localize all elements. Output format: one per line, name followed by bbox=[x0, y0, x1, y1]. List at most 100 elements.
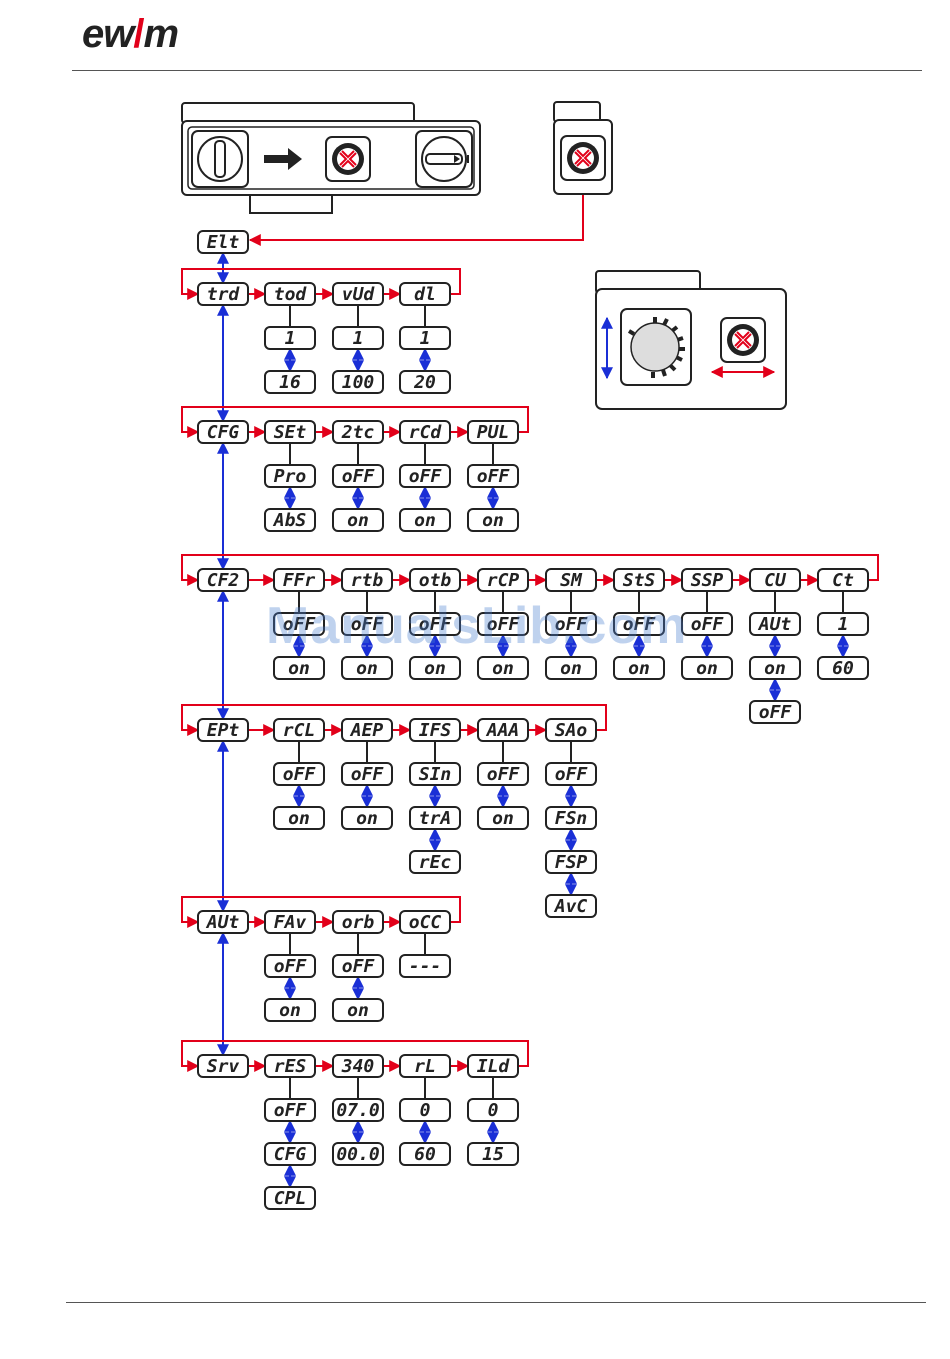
row-cfg-item-2tc: 2tc bbox=[332, 420, 384, 444]
row-ept-item-aaa-value-0-text: oFF bbox=[487, 764, 521, 785]
row-cf2-item-cu-value-0-text: AUt bbox=[758, 614, 792, 635]
row-srv-item-340-value-0: 07.0 bbox=[332, 1098, 384, 1122]
row-cf2-item-ssp: SSP bbox=[681, 568, 733, 592]
row-cf2-item-ssp-value-0-text: oFF bbox=[691, 614, 725, 635]
row-ept-return-loop bbox=[181, 704, 607, 736]
row-ept-item-aep: AEP bbox=[341, 718, 393, 742]
row-cfg-item-rcd-value-1-text: on bbox=[414, 510, 436, 531]
row-srv-item-rl-value-1: 60 bbox=[399, 1142, 451, 1166]
row-cf2-item-ffr-value-0-text: oFF bbox=[283, 614, 317, 635]
power-switch-off-icon bbox=[191, 130, 249, 188]
row-aut-item-occ: oCC bbox=[399, 910, 451, 934]
row-cf2-item-ssp-value-0: oFF bbox=[681, 612, 733, 636]
row-ept-item-sao-value-3: AvC bbox=[545, 894, 597, 918]
push-button-icon bbox=[560, 135, 606, 181]
row-ept-item-rcl: rCL bbox=[273, 718, 325, 742]
footer-rule bbox=[66, 1302, 926, 1303]
row-aut-item-orb-value-0-text: oFF bbox=[342, 956, 376, 977]
row-ept-item-aep-text: AEP bbox=[350, 720, 384, 741]
row-cfg-main-text: CFG bbox=[207, 422, 240, 443]
row-ept-main-text: EPt bbox=[207, 720, 240, 741]
row-ept-item-ifs-value-0: SIn bbox=[409, 762, 461, 786]
row-cf2-item-ct-value-1: 60 bbox=[817, 656, 869, 680]
row-ept-item-sao-value-0-text: oFF bbox=[555, 764, 589, 785]
row-aut-item-orb-value-0: oFF bbox=[332, 954, 384, 978]
row-aut-item-orb-text: orb bbox=[342, 912, 375, 933]
row-ept-item-aep-value-1: on bbox=[341, 806, 393, 830]
row-trd-item-dl-text: dl bbox=[414, 284, 436, 305]
row-trd-item-dl-value-1-text: 20 bbox=[413, 372, 436, 393]
row-ept-item-aaa: AAA bbox=[477, 718, 529, 742]
row-ept-item-rcl-value-0: oFF bbox=[273, 762, 325, 786]
row-srv-item-res-value-0-text: oFF bbox=[274, 1100, 308, 1121]
row-srv-item-340-value-1: 00.0 bbox=[332, 1142, 384, 1166]
row-cf2-item-rcp-value-1-text: on bbox=[492, 658, 514, 679]
row-ept-item-ifs-value-2-text: rEc bbox=[419, 852, 452, 873]
row-ept-item-ifs-value-2: rEc bbox=[409, 850, 461, 874]
row-aut-main: AUt bbox=[197, 910, 249, 934]
row-cf2-item-rtb-value-0-text: oFF bbox=[351, 614, 385, 635]
row-cfg-item-set-text: SEt bbox=[274, 422, 307, 443]
row-cfg-item-rcd-text: rCd bbox=[409, 422, 443, 443]
row-trd-main-text: trd bbox=[207, 284, 241, 305]
row-trd-item-vud-value-0: 1 bbox=[332, 326, 384, 350]
row-trd-item-tod-value-1-text: 16 bbox=[279, 372, 301, 393]
row-aut-item-fav-value-1: on bbox=[264, 998, 316, 1022]
row-trd-item-vud-value-0-text: 1 bbox=[353, 328, 364, 349]
row-aut-item-fav-value-0-text: oFF bbox=[274, 956, 308, 977]
control-panel bbox=[595, 270, 787, 410]
row-srv-item-340-text: 340 bbox=[341, 1056, 375, 1077]
row-cf2-item-sts-value-1-text: on bbox=[628, 658, 650, 679]
row-srv-item-340-value-1-text: 00.0 bbox=[336, 1144, 380, 1165]
row-cf2-item-ssp-value-1-text: on bbox=[696, 658, 718, 679]
row-ept-item-sao: SAo bbox=[545, 718, 597, 742]
row-cf2-item-cu-value-2-text: oFF bbox=[759, 702, 793, 723]
row-cf2-item-rcp: rCP bbox=[477, 568, 529, 592]
row-cf2-return-loop bbox=[181, 554, 879, 586]
row-ept-item-aaa-text: AAA bbox=[486, 720, 520, 741]
push-button-icon bbox=[325, 136, 371, 182]
row-trd-item-vud: vUd bbox=[332, 282, 384, 306]
row-trd-item-vud-text: vUd bbox=[342, 284, 376, 305]
row-ept-item-rcl-value-1: on bbox=[273, 806, 325, 830]
row-cfg-item-set-value-1: AbS bbox=[264, 508, 316, 532]
row-cf2-item-cu-text: CU bbox=[764, 570, 787, 591]
row-ept-item-ifs-value-1: trA bbox=[409, 806, 461, 830]
row-cf2-item-ct: Ct bbox=[817, 568, 869, 592]
row-trd-item-dl-value-1: 20 bbox=[399, 370, 451, 394]
row-cfg-item-pul-value-0-text: oFF bbox=[477, 466, 511, 487]
row-srv-item-res-value-1-text: CFG bbox=[274, 1144, 307, 1165]
row-cf2-item-otb-value-0: oFF bbox=[409, 612, 461, 636]
row-cf2-item-sm-value-0-text: oFF bbox=[555, 614, 589, 635]
row-aut-item-occ-text: oCC bbox=[409, 912, 442, 933]
row-cf2-item-rcp-value-0: oFF bbox=[477, 612, 529, 636]
row-cf2-item-rtb-text: rtb bbox=[351, 570, 384, 591]
row-ept-item-ifs-value-1-text: trA bbox=[419, 808, 452, 829]
row-aut-return-loop bbox=[181, 896, 461, 928]
row-srv-item-rl-value-0-text: 0 bbox=[420, 1100, 431, 1121]
row-cf2-item-ffr-value-1-text: on bbox=[288, 658, 310, 679]
row-cfg-item-pul-value-0: oFF bbox=[467, 464, 519, 488]
row-cf2-item-otb-value-1-text: on bbox=[424, 658, 446, 679]
row-cfg-item-rcd-value-0: oFF bbox=[399, 464, 451, 488]
row-srv-item-res-value-1: CFG bbox=[264, 1142, 316, 1166]
row-cf2-main-text: CF2 bbox=[207, 570, 240, 591]
row-cfg-item-rcd-value-0-text: oFF bbox=[409, 466, 443, 487]
row-ept-main: EPt bbox=[197, 718, 249, 742]
row-cfg-item-2tc-value-1: on bbox=[332, 508, 384, 532]
row-cfg-item-set: SEt bbox=[264, 420, 316, 444]
row-cf2-item-rtb-value-1: on bbox=[341, 656, 393, 680]
row-cf2-item-sm-value-0: oFF bbox=[545, 612, 597, 636]
row-ept-item-sao-value-2-text: FSP bbox=[555, 852, 588, 873]
row-cfg-item-set-value-1-text: AbS bbox=[273, 510, 307, 531]
row-ept-item-aaa-value-1-text: on bbox=[492, 808, 514, 829]
row-trd-item-dl: dl bbox=[399, 282, 451, 306]
power-switch-on-icon bbox=[415, 130, 473, 188]
row-cf2-item-sm-text: SM bbox=[560, 570, 583, 591]
row-cf2-item-ffr-value-1: on bbox=[273, 656, 325, 680]
row-aut-item-fav: FAv bbox=[264, 910, 316, 934]
row-cfg-item-2tc-value-0-text: oFF bbox=[342, 466, 376, 487]
row-ept-item-ifs-value-0-text: SIn bbox=[419, 764, 452, 785]
push-button-panel bbox=[553, 101, 613, 195]
row-cf2-item-sts-value-0-text: oFF bbox=[623, 614, 657, 635]
